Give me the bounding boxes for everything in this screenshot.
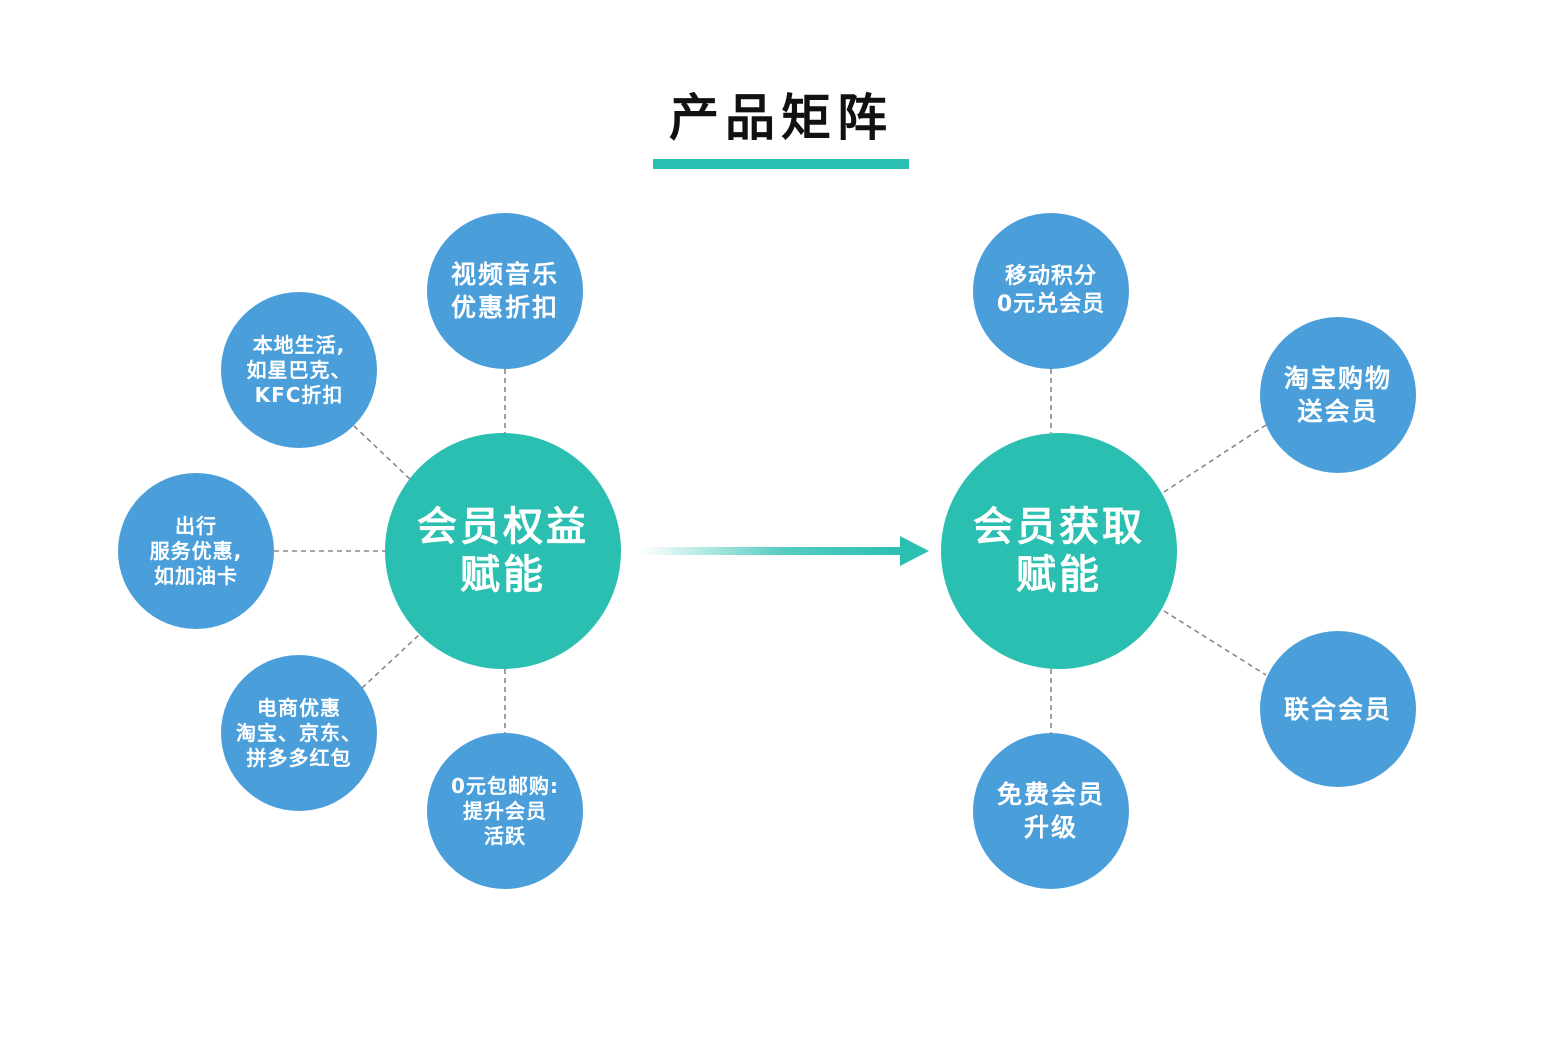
satellite-label-line: 送会员	[1297, 397, 1379, 426]
connector-left-upper	[353, 425, 413, 482]
satellite-travel: 出行 服务优惠, 如加油卡	[118, 473, 274, 629]
satellite-label-line: 淘宝购物	[1283, 364, 1392, 393]
satellite-taobao-shopping: 淘宝购物 送会员	[1260, 317, 1416, 473]
hub-label-line: 赋能	[460, 552, 546, 598]
satellite-label-line: 拼多多红包	[246, 745, 352, 770]
hub-label-line: 赋能	[1016, 552, 1102, 598]
satellite-label-line: 0元包邮购:	[451, 773, 559, 798]
satellite-label-line: 免费会员	[996, 780, 1105, 809]
satellite-label-line: 视频音乐	[450, 260, 559, 289]
flow-arrow-head	[900, 536, 929, 566]
satellite-joint-membership: 联合会员	[1260, 631, 1416, 787]
connector-right-lower	[1163, 610, 1267, 676]
satellite-label-line: 电商优惠	[257, 695, 341, 720]
satellite-free-upgrade: 免费会员 升级	[973, 733, 1129, 889]
satellite-label-line: 移动积分	[1004, 264, 1097, 289]
satellite-label-line: KFC折扣	[254, 382, 344, 407]
satellite-label-line: 服务优惠,	[149, 538, 243, 563]
connector-right-upper	[1163, 424, 1267, 493]
connector-left-lower	[361, 633, 421, 689]
satellite-ecommerce: 电商优惠 淘宝、京东、 拼多多红包	[221, 655, 377, 811]
satellite-mobile-points: 移动积分 0元兑会员	[973, 213, 1129, 369]
satellite-label-line: 如加油卡	[153, 563, 238, 588]
hub-membership-benefits: 会员权益 赋能	[385, 433, 621, 669]
satellite-label-line: 升级	[1023, 813, 1078, 842]
satellite-label-line: 0元兑会员	[996, 292, 1106, 317]
satellite-label-line: 如星巴克、	[246, 357, 352, 382]
hub-label-line: 会员获取	[973, 504, 1145, 550]
satellite-label-line: 出行	[174, 513, 217, 538]
satellite-video-music: 视频音乐 优惠折扣	[427, 213, 583, 369]
flow-arrow-shaft	[640, 547, 902, 555]
title-underline	[653, 159, 909, 169]
satellite-label-line: 联合会员	[1283, 694, 1392, 724]
hub-membership-acquisition: 会员获取 赋能	[941, 433, 1177, 669]
satellite-label-line: 提升会员	[462, 798, 547, 823]
page-title: 产品矩阵	[669, 89, 893, 147]
satellite-label-line: 优惠折扣	[450, 293, 559, 322]
satellite-label-line: 淘宝、京东、	[236, 720, 362, 745]
satellite-label-line: 活跃	[483, 823, 526, 848]
satellite-label-line: 本地生活,	[252, 332, 346, 357]
satellite-free-shipping: 0元包邮购: 提升会员 活跃	[427, 733, 583, 889]
hub-label-line: 会员权益	[417, 504, 589, 550]
satellite-local-life: 本地生活, 如星巴克、 KFC折扣	[221, 292, 377, 448]
